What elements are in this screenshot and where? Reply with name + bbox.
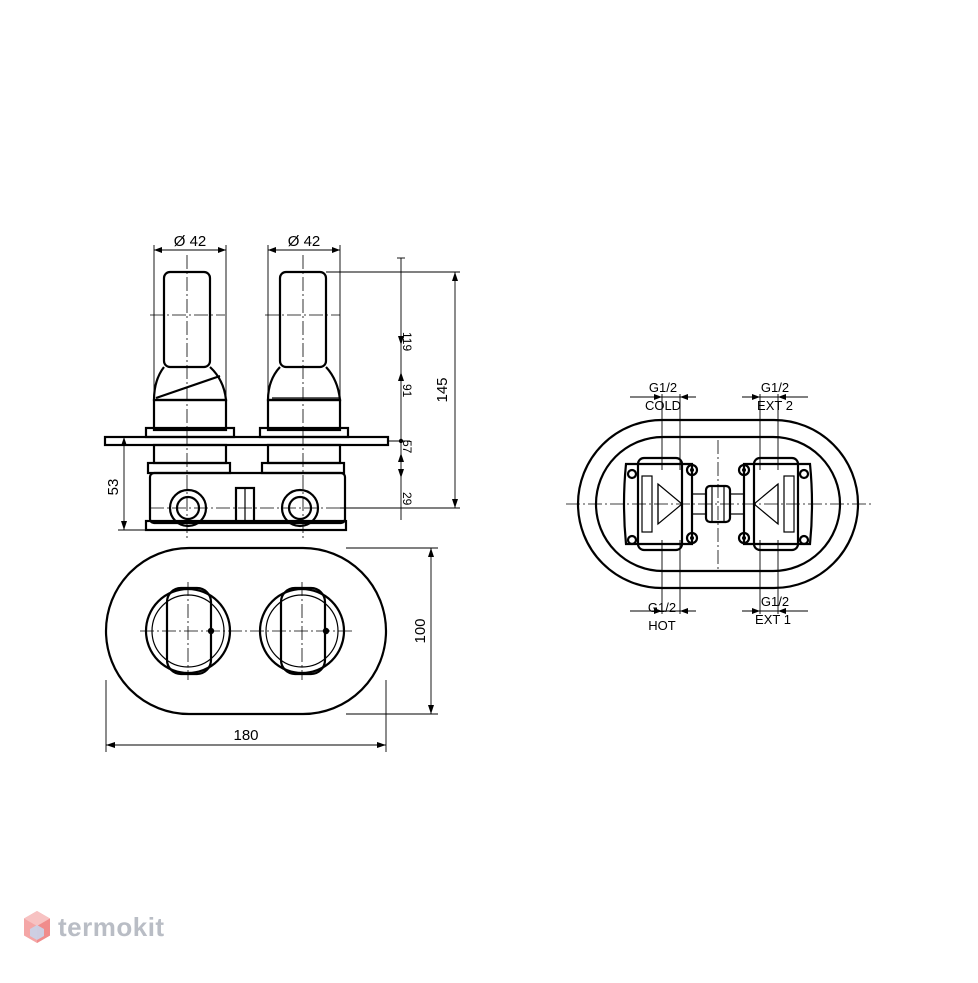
thread-cold: G1/2 — [649, 380, 677, 395]
watermark: termokit — [22, 910, 165, 944]
front-view: 100 180 — [104, 546, 438, 752]
right-spindle — [258, 270, 350, 475]
dim-180: 180 — [233, 727, 258, 744]
valve-body — [144, 471, 348, 532]
dim-119: 119 — [400, 332, 414, 351]
dim-145: 145 — [434, 377, 451, 402]
dim-57: 57 — [400, 440, 414, 454]
thread-ext1: G1/2 — [761, 594, 789, 609]
port-hot: HOT — [648, 618, 676, 633]
left-spindle — [144, 270, 236, 475]
port-ext1: EXT 1 — [755, 612, 791, 627]
dim-53: 53 — [105, 479, 122, 496]
right-valve-block — [737, 456, 814, 552]
left-valve-block — [622, 456, 699, 552]
dim-91: 91 — [400, 384, 414, 398]
thread-ext2: G1/2 — [761, 380, 789, 395]
dim-dia-right: Ø 42 — [288, 233, 321, 250]
dim-100: 100 — [412, 618, 429, 643]
hexagon-logo-icon — [24, 911, 50, 943]
central-coupling — [691, 484, 745, 524]
port-ext2: EXT 2 — [757, 398, 793, 413]
side-view: Ø 42 Ø 42 119 91 57 29 145 53 — [103, 233, 460, 540]
dim-dia-left: Ø 42 — [174, 233, 207, 250]
escutcheon-plate — [104, 546, 388, 716]
watermark-brand: termokit — [58, 911, 165, 942]
wall-plate — [103, 435, 390, 447]
dim-29: 29 — [400, 492, 414, 506]
rear-view: G1/2 COLD G1/2 EXT 2 G1/2 HOT G1/2 EXT 1 — [566, 380, 874, 633]
thread-hot: G1/2 — [648, 600, 676, 615]
port-cold: COLD — [645, 398, 681, 413]
